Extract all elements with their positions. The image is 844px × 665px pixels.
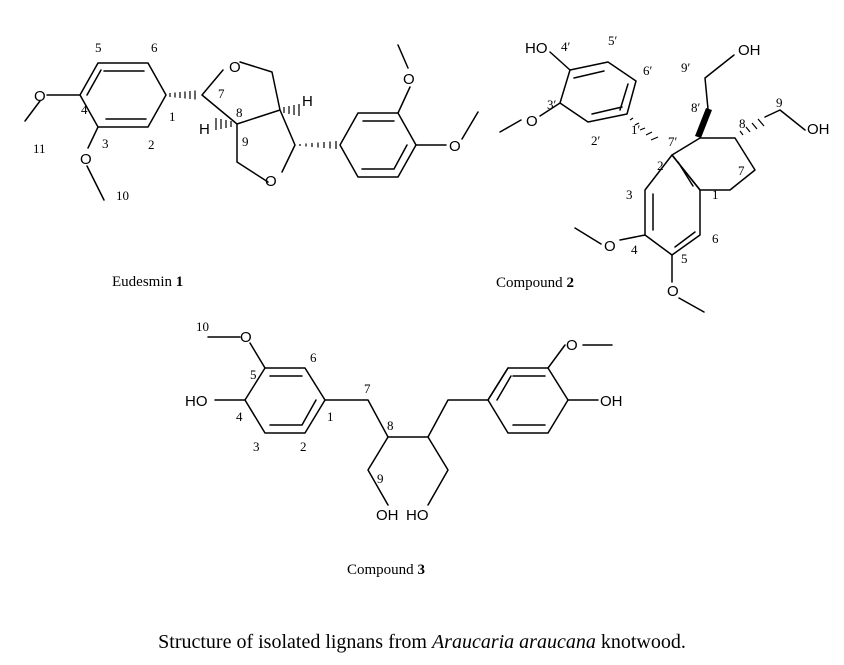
c1-locant-2: 2 [148,137,155,152]
c2-locant-8: 8 [739,116,746,131]
c2-3prime-methoxy-oxygen: O [526,113,538,130]
compound-1-label: Eudesmin 1 [112,274,183,290]
c3-4-hydroxyl: HO [185,393,208,410]
c2-locant-2: 2 [657,158,664,173]
c3-locant-9: 9 [377,471,384,486]
c2-5-methoxy-oxygen: O [667,283,679,300]
c2-9prime-hydroxyl: OH [738,42,761,59]
c2-locant-2prime: 2′ [591,133,601,148]
figure-caption: Structure of isolated lignans from Arauc… [158,631,686,653]
c2-locant-9: 9 [776,95,783,110]
c1-locant-4: 4 [81,102,88,117]
compound-3-label: Compound 3 [347,562,425,578]
c2-locant-6: 6 [712,231,719,246]
c3-9prime-hydroxyl: HO [406,507,429,524]
c1-locant-7: 7 [218,86,225,101]
c1-locant-11: 11 [33,141,46,156]
compound-2-structure: HO OH OH O O O 4′ 5′ 6′ 9′ 3′ 8′ 8 9 2′ … [496,33,830,313]
c1-3-methoxy-oxygen: O [80,151,92,168]
c1-right-3-methoxy-oxygen: O [403,71,415,88]
compound-2-label: Compound 2 [496,275,574,291]
c2-4prime-hydroxyl: HO [525,40,548,57]
c2-locant-5prime: 5′ [608,33,618,48]
c2-locant-1: 1 [712,187,719,202]
c1-locant-5: 5 [95,40,102,55]
c2-locant-4: 4 [631,242,638,257]
c2-locant-7prime: 7′ [668,134,678,149]
c3-locant-6: 6 [310,350,317,365]
c1-locant-6: 6 [151,40,158,55]
c1-locant-8: 8 [236,105,243,120]
c2-locant-7: 7 [738,163,745,178]
c1-locant-9: 9 [242,134,249,149]
c3-locant-4: 4 [236,409,243,424]
c1-ring-oxygen-bottom: O [265,173,277,190]
c1-locant-1: 1 [169,109,176,124]
c2-locant-8prime: 8′ [691,100,701,115]
compound-1-eudesmin-structure: O O O O O O H H 5 6 4 1 7 8 11 3 2 9 10 … [24,40,479,290]
c1-hydrogen-8prime: H [302,93,313,110]
c3-locant-1: 1 [327,409,334,424]
c1-right-4-methoxy-oxygen: O [449,138,461,155]
c3-locant-2: 2 [300,439,307,454]
c3-9-hydroxyl: OH [376,507,399,524]
c2-locant-4prime: 4′ [561,39,571,54]
c3-right-hydroxyl: OH [600,393,623,410]
c3-locant-10: 10 [196,319,209,334]
c3-locant-3: 3 [253,439,260,454]
compound-3-structure: O HO O OH OH HO 10 6 5 7 4 1 8 3 2 9 Com… [185,319,623,578]
c3-10-methoxy-oxygen: O [240,329,252,346]
c2-4-methoxy-oxygen: O [604,238,616,255]
c2-9-hydroxyl: OH [807,121,830,138]
c2-locant-3prime: 3′ [547,97,557,112]
c2-locant-9prime: 9′ [681,60,691,75]
c2-locant-6prime: 6′ [643,63,653,78]
c2-locant-5: 5 [681,251,688,266]
c1-locant-3: 3 [102,136,109,151]
c3-locant-7: 7 [364,381,371,396]
c3-locant-5: 5 [250,367,257,382]
c1-locant-10: 10 [116,188,129,203]
c1-ring-oxygen-top: O [229,59,241,76]
c1-hydrogen-8: H [199,121,210,138]
c3-locant-8: 8 [387,418,394,433]
c2-locant-1prime: 1′ [631,122,641,137]
c1-4-methoxy-oxygen: O [34,88,46,105]
c3-right-methoxy-oxygen: O [566,337,578,354]
c2-locant-3: 3 [626,187,633,202]
